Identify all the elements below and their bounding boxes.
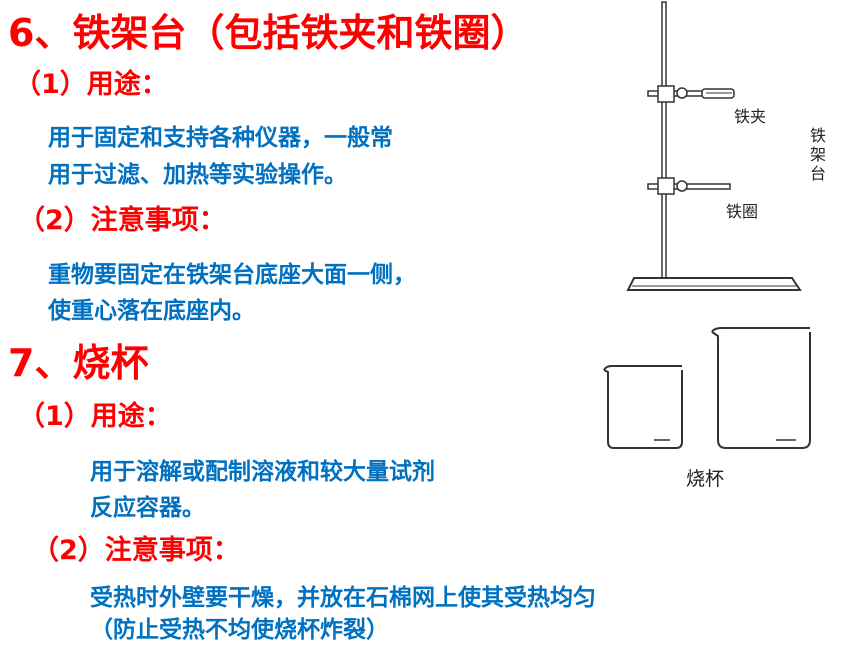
- section6-notes-heading: （2）注意事项：: [18, 205, 226, 236]
- section7-usage-line1: 用于溶解或配制溶液和较大量试剂: [90, 459, 435, 485]
- clamp-label: 铁夹: [734, 107, 767, 126]
- stand-label-1: 铁: [810, 126, 827, 145]
- section6-title: 6、铁架台（包括铁夹和铁圈）: [8, 11, 529, 55]
- section7-notes-line1: 受热时外壁要干燥，并放在石棉网上使其受热均匀: [90, 585, 596, 611]
- section6-usage-heading: （1）用途：: [14, 69, 168, 100]
- beaker-label: 烧杯: [686, 468, 725, 490]
- stand-label-2: 架: [810, 145, 827, 164]
- section7-usage-line2: 反应容器。: [90, 495, 205, 521]
- iron-stand-figure: 铁夹 铁圈 铁 架 台: [610, 0, 850, 300]
- beakers-drawing: [603, 327, 811, 449]
- stand-label-3: 台: [810, 164, 827, 183]
- section6-usage-line1: 用于固定和支持各种仪器，一般常: [48, 125, 393, 151]
- section6-usage-line2: 用于过滤、加热等实验操作。: [48, 162, 347, 188]
- section7-title: 7、烧杯: [8, 341, 149, 385]
- section7-usage-heading: （1）用途：: [18, 401, 172, 432]
- section6-notes-line1: 重物要固定在铁架台底座大面一侧，: [48, 262, 416, 288]
- ring-label: 铁圈: [726, 202, 759, 221]
- section7-notes-line2: （防止受热不均使烧杯炸裂）: [90, 617, 389, 643]
- beaker-figure: 烧杯: [590, 322, 830, 494]
- iron-stand-drawing: [626, 1, 802, 291]
- section7-notes-heading: （2）注意事项：: [32, 535, 240, 566]
- section6-notes-line2: 使重心落在底座内。: [48, 298, 255, 324]
